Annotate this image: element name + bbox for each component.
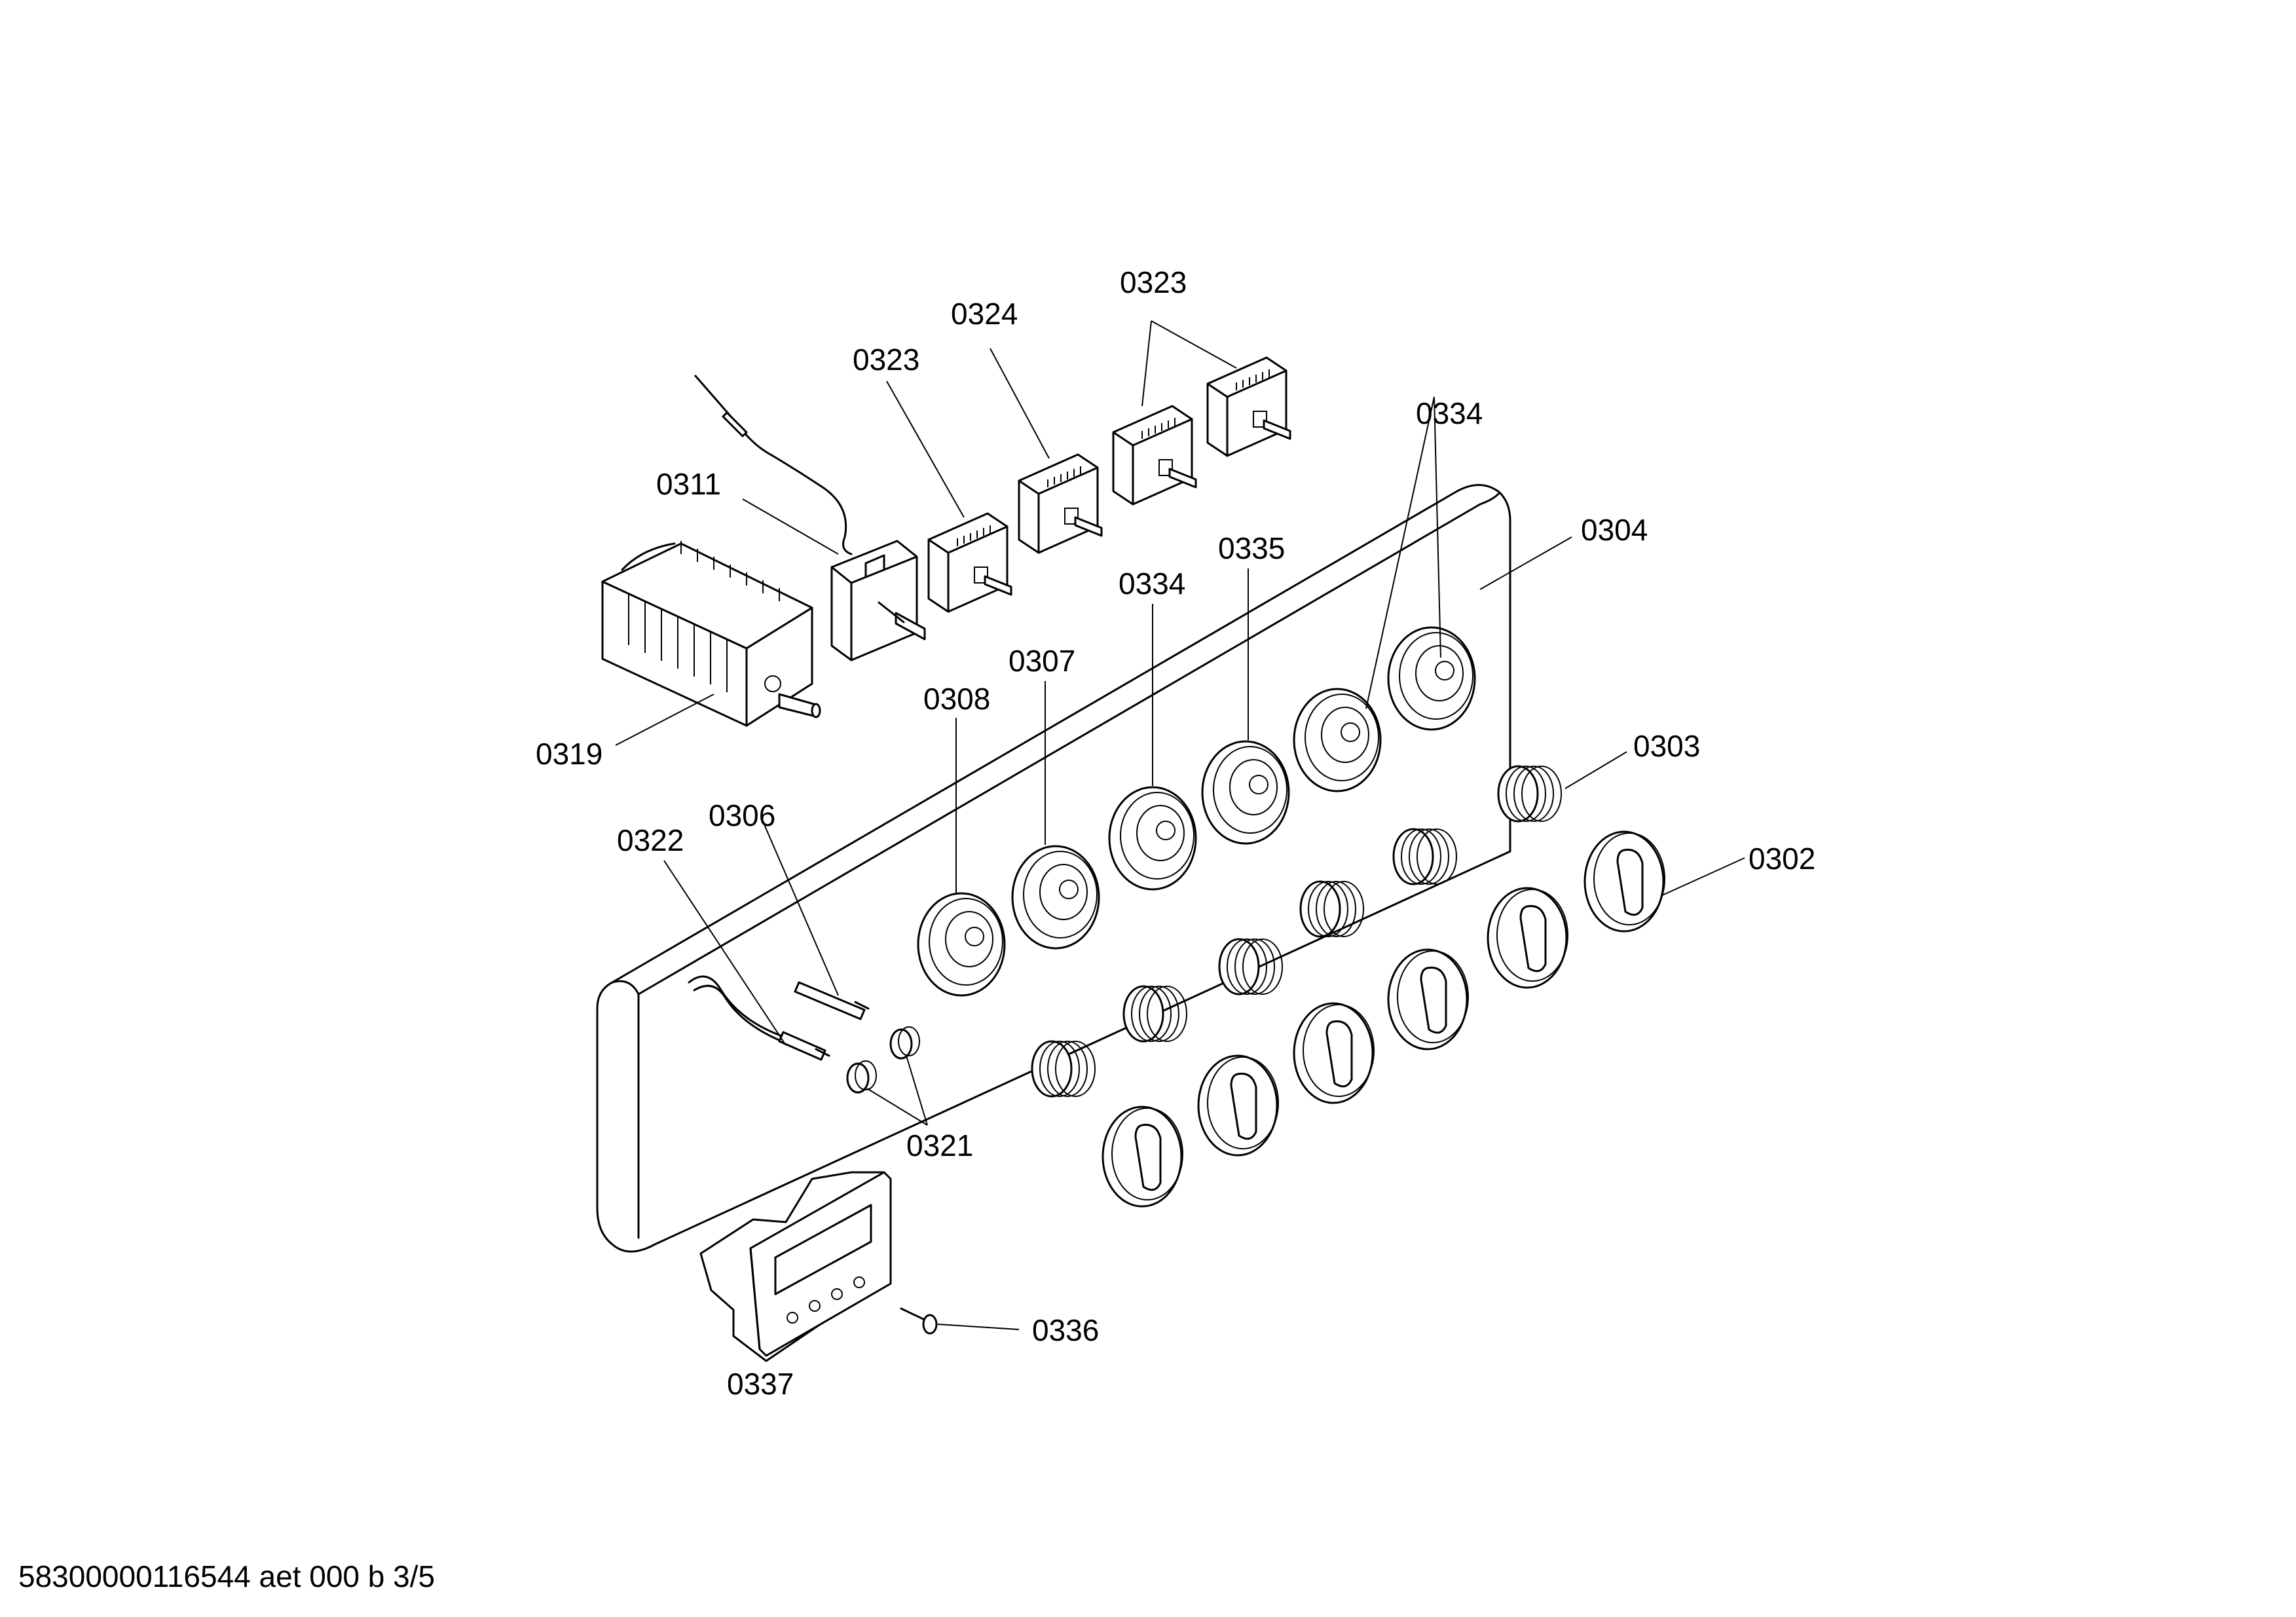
thermostat-0311 bbox=[694, 375, 926, 661]
bezel-ring-group bbox=[917, 626, 1476, 997]
label-0324: 0324 bbox=[951, 297, 1018, 331]
label-0323-right: 0323 bbox=[1120, 265, 1187, 299]
bezel-ring-0334-mid bbox=[1293, 688, 1382, 792]
control-knob bbox=[1487, 887, 1568, 989]
spring bbox=[1218, 938, 1283, 995]
indicator-lamp-group bbox=[688, 975, 920, 1094]
label-0302: 0302 bbox=[1749, 842, 1816, 876]
bezel-ring-0334-left bbox=[1108, 786, 1197, 891]
spring bbox=[1031, 1040, 1096, 1098]
control-knob bbox=[1583, 830, 1665, 933]
spring bbox=[1497, 765, 1562, 823]
label-0311: 0311 bbox=[656, 467, 721, 501]
label-0336: 0336 bbox=[1032, 1313, 1100, 1347]
label-0322: 0322 bbox=[617, 823, 684, 857]
electronic-clock-0337 bbox=[699, 1171, 892, 1362]
energy-regulator-group bbox=[927, 356, 1291, 613]
label-0321: 0321 bbox=[906, 1128, 974, 1162]
control-knob bbox=[1387, 948, 1469, 1050]
bezel-ring-0307 bbox=[1011, 845, 1100, 950]
spring bbox=[1122, 985, 1187, 1043]
knob-group bbox=[1102, 830, 1665, 1208]
control-knob bbox=[1102, 1106, 1183, 1208]
label-0306: 0306 bbox=[709, 798, 776, 832]
label-0319: 0319 bbox=[536, 737, 603, 771]
label-0303: 0303 bbox=[1633, 729, 1701, 763]
energy-regulator bbox=[1206, 356, 1291, 457]
label-0337: 0337 bbox=[727, 1367, 794, 1401]
selector-switch-0319 bbox=[601, 541, 821, 727]
label-0304: 0304 bbox=[1581, 513, 1648, 547]
push-button-0336 bbox=[900, 1307, 938, 1335]
label-0335: 0335 bbox=[1218, 531, 1286, 565]
label-0308: 0308 bbox=[923, 682, 991, 716]
indicator-lamp bbox=[846, 1060, 877, 1094]
label-0307: 0307 bbox=[1009, 644, 1076, 678]
spring-group bbox=[1031, 765, 1562, 1098]
indicator-lamp bbox=[889, 1026, 920, 1060]
energy-regulator bbox=[1018, 453, 1103, 554]
label-0334-left: 0334 bbox=[1119, 567, 1186, 601]
spring bbox=[1392, 828, 1457, 885]
leader-lines bbox=[615, 320, 1745, 1330]
bezel-ring-0308 bbox=[917, 892, 1006, 997]
document-footer-reference: 58300000116544 aet 000 b 3/5 bbox=[18, 1559, 435, 1593]
label-0334-right: 0334 bbox=[1416, 396, 1483, 430]
label-0323-left: 0323 bbox=[853, 343, 920, 377]
energy-regulator bbox=[1112, 405, 1197, 506]
energy-regulator bbox=[927, 512, 1012, 613]
control-knob bbox=[1293, 1002, 1375, 1104]
bezel-ring-0334-right bbox=[1387, 626, 1476, 731]
control-knob bbox=[1197, 1054, 1279, 1157]
spring bbox=[1299, 880, 1364, 938]
bezel-ring-0335 bbox=[1201, 740, 1290, 845]
